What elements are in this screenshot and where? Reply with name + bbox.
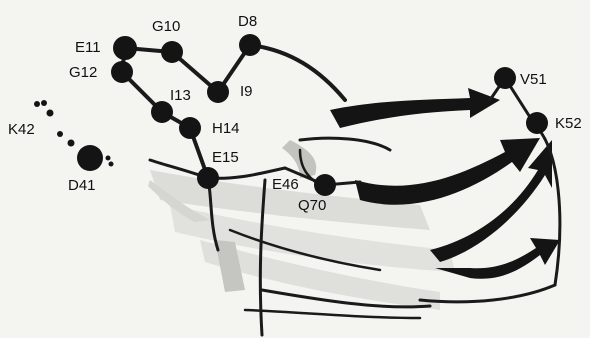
residue-dot-g10 [161,41,183,63]
residue-dot-d41 [77,145,103,171]
label-g12: G12 [69,64,97,81]
label-e46: E46 [272,176,299,193]
residue-labels: E11 G10 D8 G12 I13 I9 H14 K42 D41 E15 E4… [8,13,582,214]
label-k42: K42 [8,121,35,138]
residue-dot-q70 [314,174,336,196]
label-d41: D41 [68,177,96,194]
residue-dot-k52 [526,112,548,134]
atom-dot [34,101,40,107]
label-e11: E11 [75,39,101,56]
strand-arrow-1 [330,88,500,128]
label-d8: D8 [238,13,257,30]
label-g10: G10 [152,18,180,35]
residue-dot-i13 [151,101,173,123]
atom-dot [41,100,47,106]
label-k52: K52 [555,115,582,132]
residue-dot-v51 [494,67,516,89]
label-e15: E15 [212,149,239,166]
residue-dot-d8 [239,34,261,56]
atom-dot [106,156,111,161]
atom-dot [68,140,75,147]
residue-dot-i9 [207,81,229,103]
label-h14: H14 [212,120,240,137]
atom-dot [47,110,54,117]
atom-dot [57,131,63,137]
residue-dot-e15 [197,167,219,189]
residue-dot-e11 [113,36,137,60]
residue-dot-g12 [111,61,133,83]
residue-dot-h14 [179,117,201,139]
label-v51: V51 [520,71,547,88]
label-q70: Q70 [298,197,326,214]
label-i13: I13 [170,87,191,104]
atom-dot [109,162,114,167]
label-i9: I9 [240,83,253,100]
